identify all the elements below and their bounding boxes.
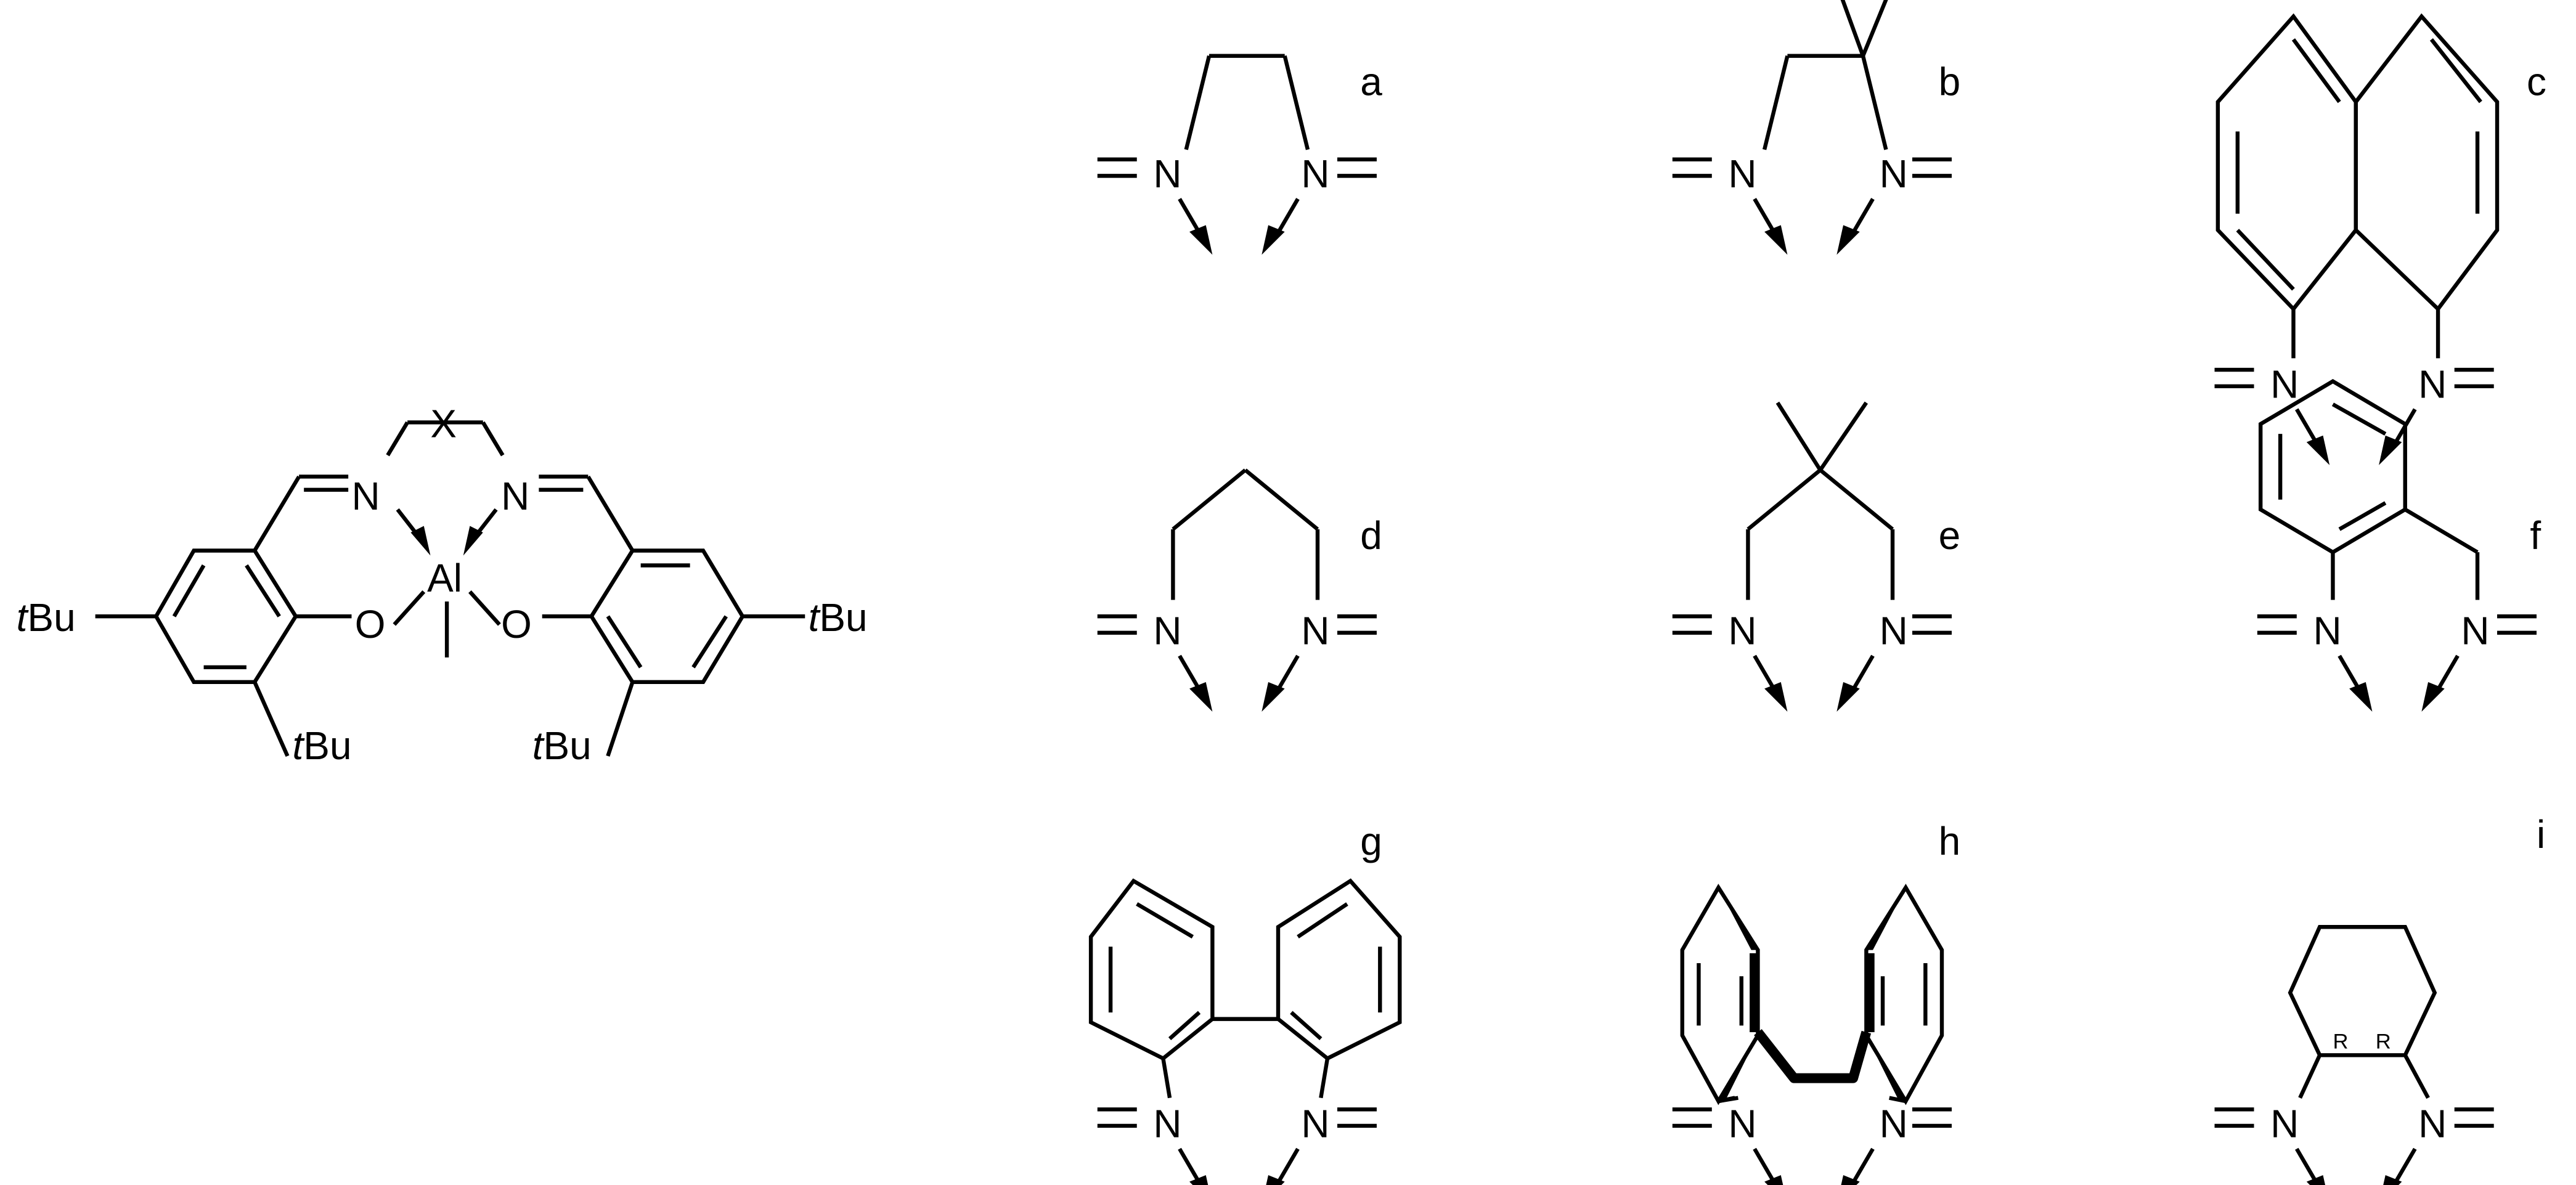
tbu-label-2: tBu: [293, 723, 352, 768]
nitrogen-left: N: [2313, 609, 2341, 653]
nitrogen-right: N: [1301, 1102, 1329, 1146]
panel-d: d N N: [1098, 468, 1382, 712]
tbu-label-3: tBu: [809, 595, 868, 640]
nitrogen-left: N: [1153, 609, 1181, 653]
panel-a: a N N: [1098, 54, 1382, 255]
nitrogen-left: N: [2270, 362, 2299, 406]
nitrogen-left: N: [1728, 152, 1756, 196]
panel-label-h: h: [1939, 819, 1961, 863]
oxygen-left: O: [355, 602, 386, 646]
panel-c: c N N: [2215, 13, 2546, 465]
nitrogen-right: N: [1301, 152, 1329, 196]
nitrogen-right: N: [1880, 1102, 1908, 1146]
panel-i: i R R N N: [2215, 812, 2545, 1185]
nitrogen-right: N: [1880, 152, 1908, 196]
panel-e: e N N: [1673, 401, 1961, 711]
panel-label-e: e: [1939, 513, 1961, 558]
tbu-label-4: tBu: [532, 723, 592, 768]
panel-g: g N N: [1088, 819, 1402, 1185]
oxygen-right: O: [501, 602, 532, 646]
nitrogen-right: N: [2418, 1102, 2447, 1146]
stereo-label-left: R: [2333, 1030, 2348, 1054]
nitrogen-left: N: [351, 474, 380, 518]
nitrogen-right: N: [1301, 609, 1329, 653]
nitrogen-right: N: [501, 474, 529, 518]
panel-h: h N N: [1673, 819, 1960, 1185]
panel-label-g: g: [1360, 819, 1382, 863]
nitrogen-right: N: [2418, 362, 2447, 406]
nitrogen-right: N: [2461, 609, 2489, 653]
nitrogen-left: N: [1728, 1102, 1756, 1146]
tbu-label-1: tBu: [17, 595, 76, 640]
panel-f: f N N: [2257, 379, 2541, 712]
nitrogen-left: N: [1728, 609, 1756, 653]
panel-label-d: d: [1360, 513, 1382, 558]
panel-label-i: i: [2537, 812, 2545, 857]
panel-label-c: c: [2527, 60, 2546, 104]
nitrogen-left: N: [2270, 1102, 2299, 1146]
stereo-label-right: R: [2376, 1030, 2391, 1054]
nitrogen-right: N: [1880, 609, 1908, 653]
panel-label-a: a: [1360, 60, 1382, 104]
panel-label-b: b: [1939, 60, 1961, 104]
nitrogen-left: N: [1153, 152, 1181, 196]
panel-b: b N N: [1673, 0, 1960, 255]
aluminum-atom: Al: [427, 556, 462, 600]
nitrogen-left: N: [1153, 1102, 1181, 1146]
panel-label-f: f: [2530, 513, 2541, 558]
bridge-x-label: X: [430, 401, 457, 446]
main-complex: X N N Al O O tBu tBu: [17, 401, 868, 768]
